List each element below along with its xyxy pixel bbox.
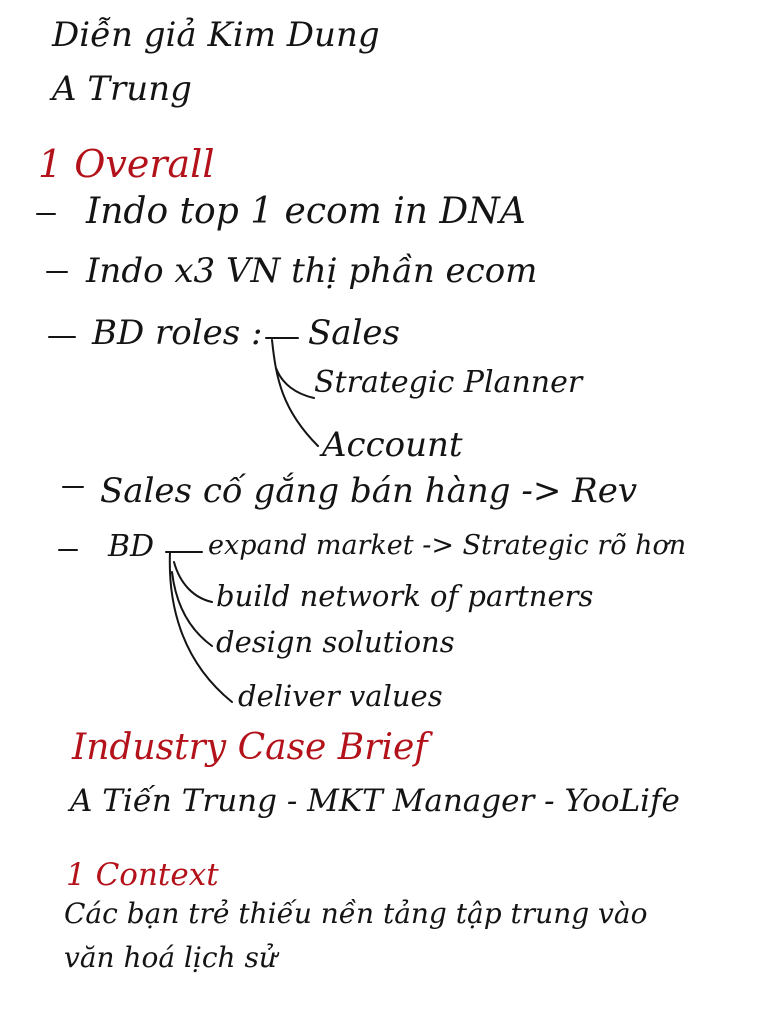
bullet-dash bbox=[46, 271, 68, 273]
context-heading: 1 Context bbox=[66, 857, 219, 893]
case-speaker-line: A Tiến Trung - MKT Manager - YooLife bbox=[70, 783, 680, 819]
bd-roles-label: BD roles : bbox=[92, 313, 263, 353]
bullet-indo-share: Indo x3 VN thị phần ecom bbox=[86, 251, 538, 291]
role-sales: Sales bbox=[308, 313, 401, 353]
bullet-dash bbox=[36, 213, 56, 215]
bd-expand-market: expand market -> Strategic rõ hơn bbox=[208, 530, 687, 561]
speaker2-line: A Trung bbox=[52, 69, 192, 109]
bd-label: BD bbox=[108, 529, 155, 564]
speaker-line: Diễn giả Kim Dung bbox=[52, 15, 380, 55]
context-line-2: văn hoá lịch sử bbox=[64, 941, 277, 974]
bullet-sales: Sales cố gắng bán hàng -> Rev bbox=[100, 471, 638, 511]
bullet-dash bbox=[58, 549, 78, 551]
role-account: Account bbox=[322, 425, 463, 465]
bd-deliver-values: deliver values bbox=[238, 679, 443, 713]
bd-build-network: build network of partners bbox=[216, 579, 594, 613]
case-heading: Industry Case Brief bbox=[72, 727, 428, 768]
context-line-1: Các bạn trẻ thiếu nền tảng tập trung vào bbox=[64, 897, 648, 930]
section-heading-overall: 1 Overall bbox=[38, 142, 215, 186]
bd-roles-bracket bbox=[265, 337, 319, 447]
bullet-dash bbox=[48, 336, 76, 338]
bullet-dash bbox=[62, 486, 84, 488]
bullet-indo-top: Indo top 1 ecom in DNA bbox=[86, 191, 526, 232]
role-strategic-planner: Strategic Planner bbox=[314, 365, 583, 400]
bd-design-solutions: design solutions bbox=[216, 625, 455, 659]
